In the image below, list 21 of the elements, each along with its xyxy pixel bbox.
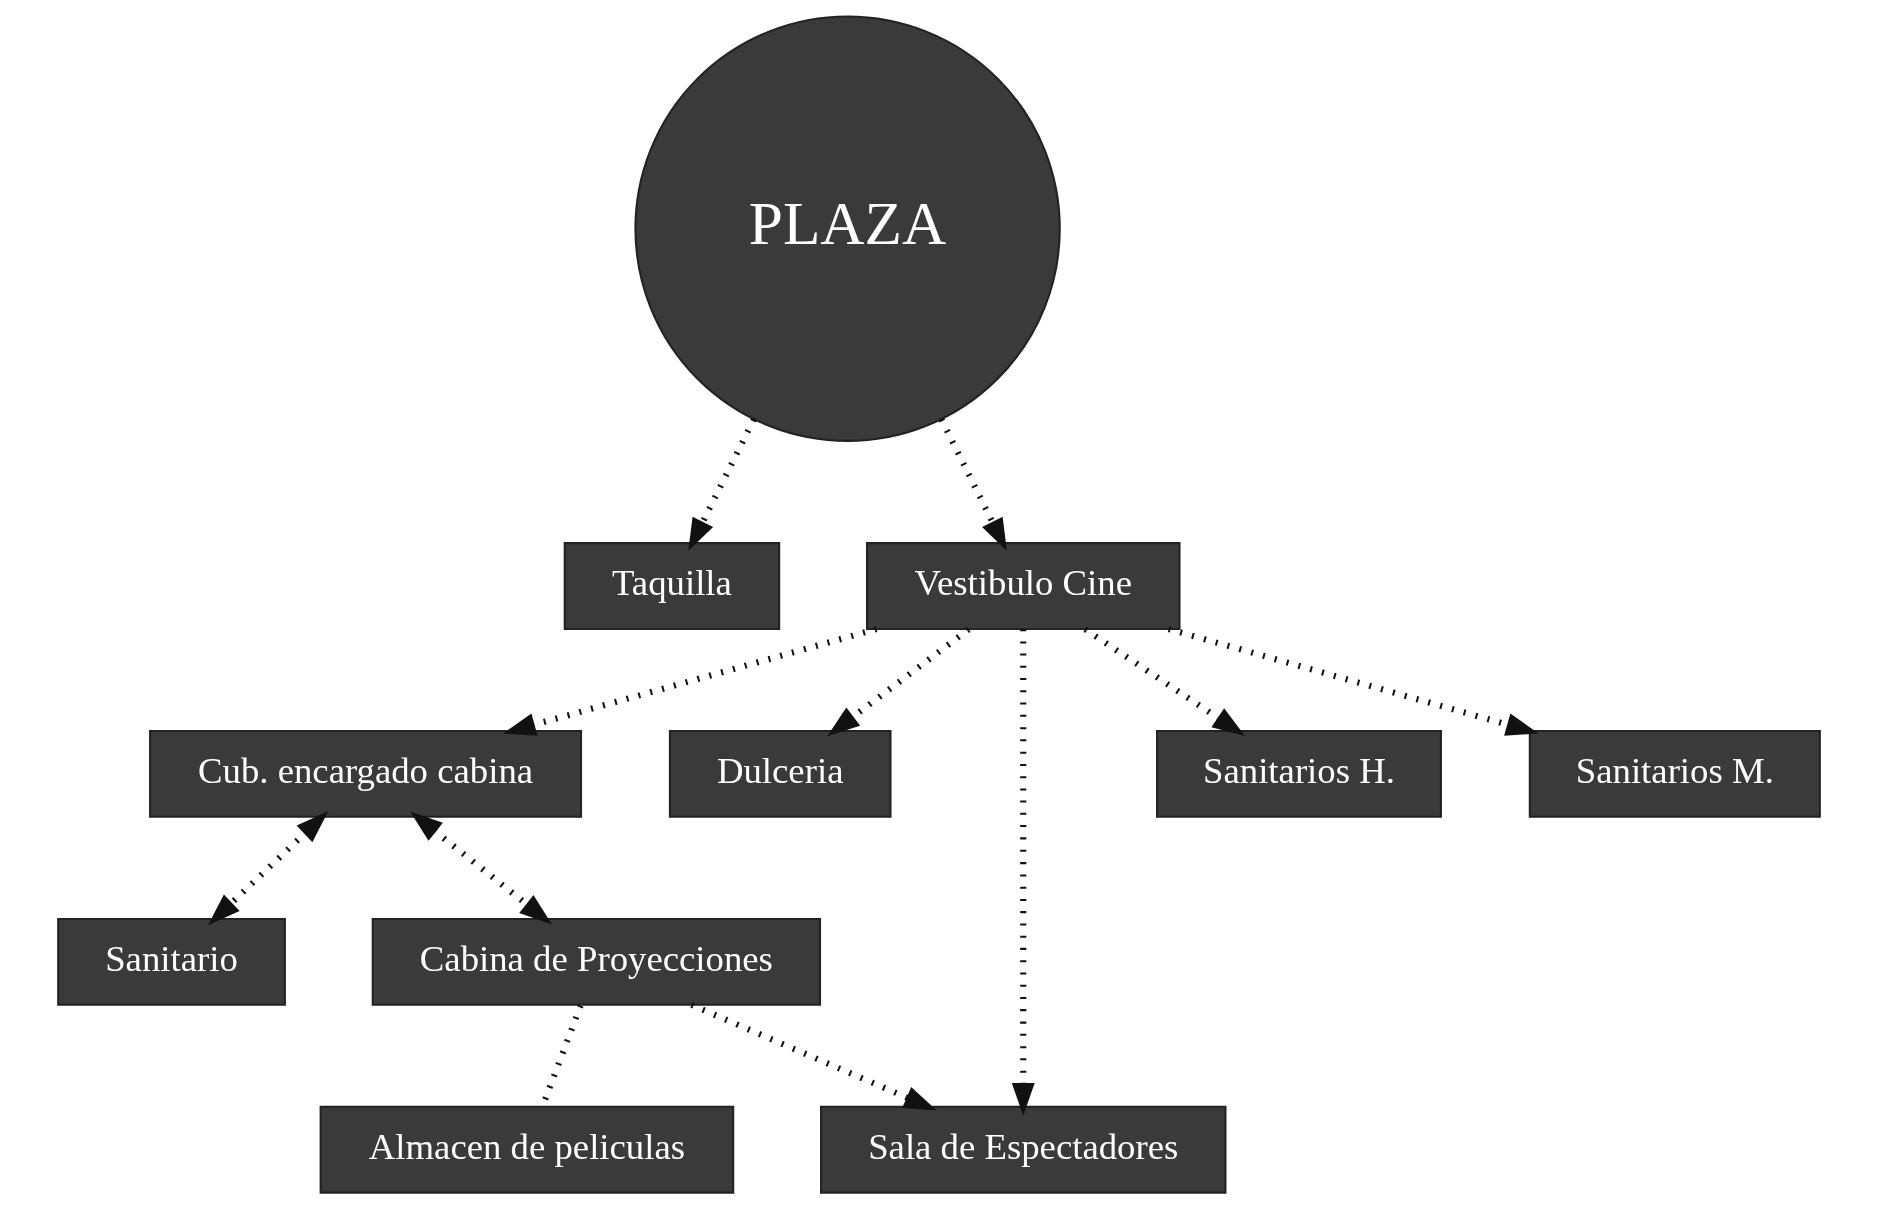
- node-circle: PLAZA: [634, 15, 1061, 442]
- node-box: Sanitario: [57, 917, 286, 1006]
- node-box: Dulceria: [668, 730, 892, 818]
- arrow: [1167, 626, 1539, 736]
- arrow: [1011, 629, 1035, 1116]
- arrow: [827, 626, 971, 737]
- arrow: [207, 811, 329, 926]
- arrow: [410, 811, 553, 925]
- node-box: Sanitarios H.: [1156, 730, 1442, 818]
- arrow: [688, 417, 757, 552]
- node-box: Sanitarios M.: [1528, 730, 1821, 818]
- arrow: [938, 417, 1007, 552]
- node-box: Almacen de peliculas: [319, 1105, 735, 1194]
- node-box: Taquilla: [563, 542, 781, 630]
- node-box: Cub. encargado cabina: [149, 730, 583, 818]
- arrow: [502, 626, 878, 736]
- node-box: Sala de Espectadores: [820, 1105, 1227, 1194]
- arrow: [690, 1002, 937, 1111]
- node-box: Vestibulo Cine: [866, 542, 1181, 630]
- node-box: Cabina de Proyecciones: [371, 917, 822, 1006]
- arrow: [1083, 626, 1246, 736]
